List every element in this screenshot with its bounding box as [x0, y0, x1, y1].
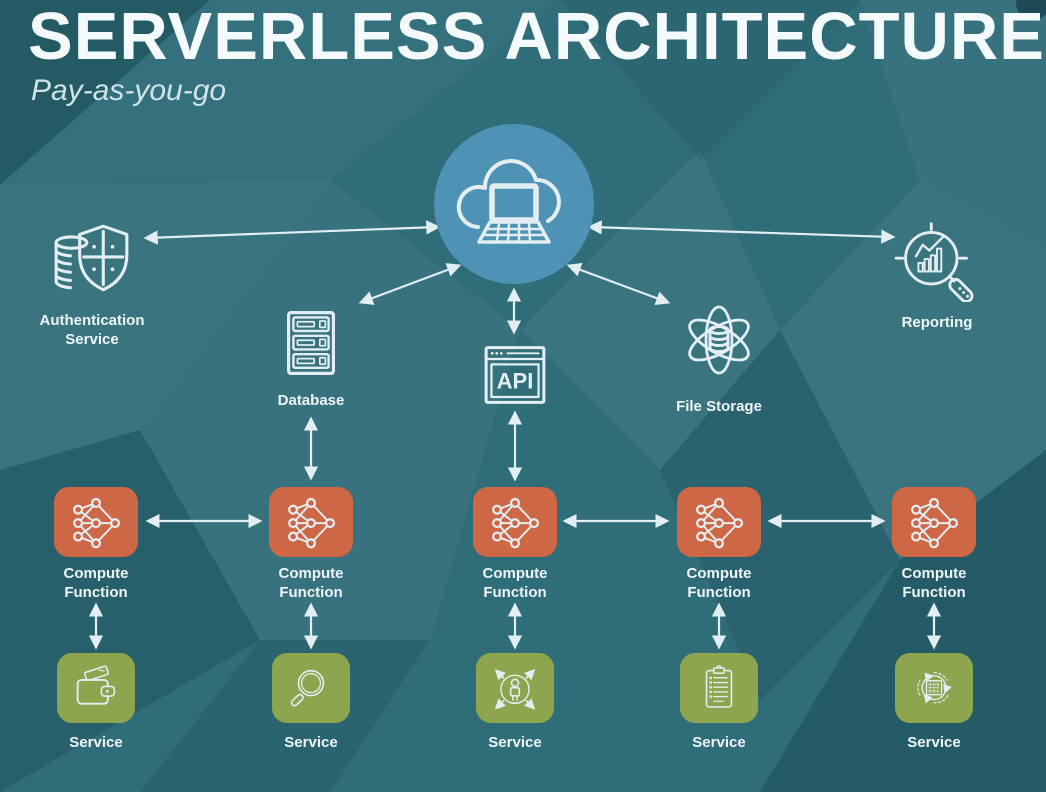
compute-box: [677, 487, 761, 557]
neural-network-icon: [288, 497, 336, 549]
wallet-icon: [76, 665, 116, 705]
arrow-hub-reporting: [587, 220, 896, 244]
neural-network-icon: [911, 497, 959, 549]
header: SERVERLESS ARCHITECTURE Pay-as-you-go: [28, 0, 1045, 108]
service-2: Service: [246, 653, 376, 752]
api-icon-text: API: [497, 369, 534, 394]
compute-label: Compute Function: [278, 565, 344, 601]
search-icon: [290, 669, 325, 707]
arrow-hub-authentication: [143, 220, 441, 245]
node-label: Reporting: [901, 314, 973, 331]
service-label: Service: [69, 734, 123, 751]
api-browser-icon: API: [484, 346, 546, 404]
service-box: [680, 653, 758, 723]
service-label: Service: [284, 734, 338, 751]
compute-box: [473, 487, 557, 557]
service-box: [57, 653, 135, 723]
clipboard-icon: [705, 665, 733, 708]
node-authentication-service: Authentication Service: [27, 218, 157, 349]
compute-label: Compute Function: [686, 565, 752, 601]
service-label: Service: [488, 734, 542, 751]
compute-label: Compute Function: [63, 565, 129, 601]
compute-box: [54, 487, 138, 557]
node-api: API: [477, 340, 553, 415]
node-file-storage: File Storage: [660, 294, 778, 416]
user-scaling-icon: [494, 669, 536, 710]
chip-processing-icon: [917, 672, 952, 704]
service-5: Service: [869, 653, 999, 752]
node-label: Database: [277, 392, 345, 409]
node-database: Database: [258, 306, 364, 410]
service-1: Service: [31, 653, 161, 752]
atom-storage-icon: [688, 305, 750, 375]
server-rack-icon: [287, 311, 335, 375]
compute-box: [269, 487, 353, 557]
compute-function-4: Compute Function: [654, 487, 784, 602]
service-4: Service: [654, 653, 784, 752]
compute-function-2: Compute Function: [246, 487, 376, 602]
service-label: Service: [907, 734, 961, 751]
cloud-laptop-icon: [456, 159, 561, 244]
compute-label: Compute Function: [901, 565, 967, 601]
node-label: Authentication Service: [39, 312, 145, 348]
chart-magnifier-icon: [894, 222, 974, 304]
cloud-hub: [434, 124, 594, 284]
page-subtitle: Pay-as-you-go: [31, 74, 227, 108]
service-label: Service: [692, 734, 746, 751]
compute-box: [892, 487, 976, 557]
compute-function-3: Compute Function: [450, 487, 580, 602]
service-box: [895, 653, 973, 723]
neural-network-icon: [492, 497, 540, 549]
service-3: Service: [450, 653, 580, 752]
page-title: SERVERLESS ARCHITECTURE: [28, 0, 1045, 74]
service-box: [476, 653, 554, 723]
corner-circle: [1016, 0, 1046, 20]
compute-label: Compute Function: [482, 565, 548, 601]
service-box: [272, 653, 350, 723]
compute-function-5: Compute Function: [869, 487, 999, 602]
compute-function-1: Compute Function: [31, 487, 161, 602]
neural-network-icon: [73, 497, 121, 549]
node-reporting: Reporting: [878, 220, 996, 332]
neural-network-icon: [696, 497, 744, 549]
node-label: File Storage: [676, 398, 762, 415]
shield-coins-icon: [54, 224, 129, 292]
